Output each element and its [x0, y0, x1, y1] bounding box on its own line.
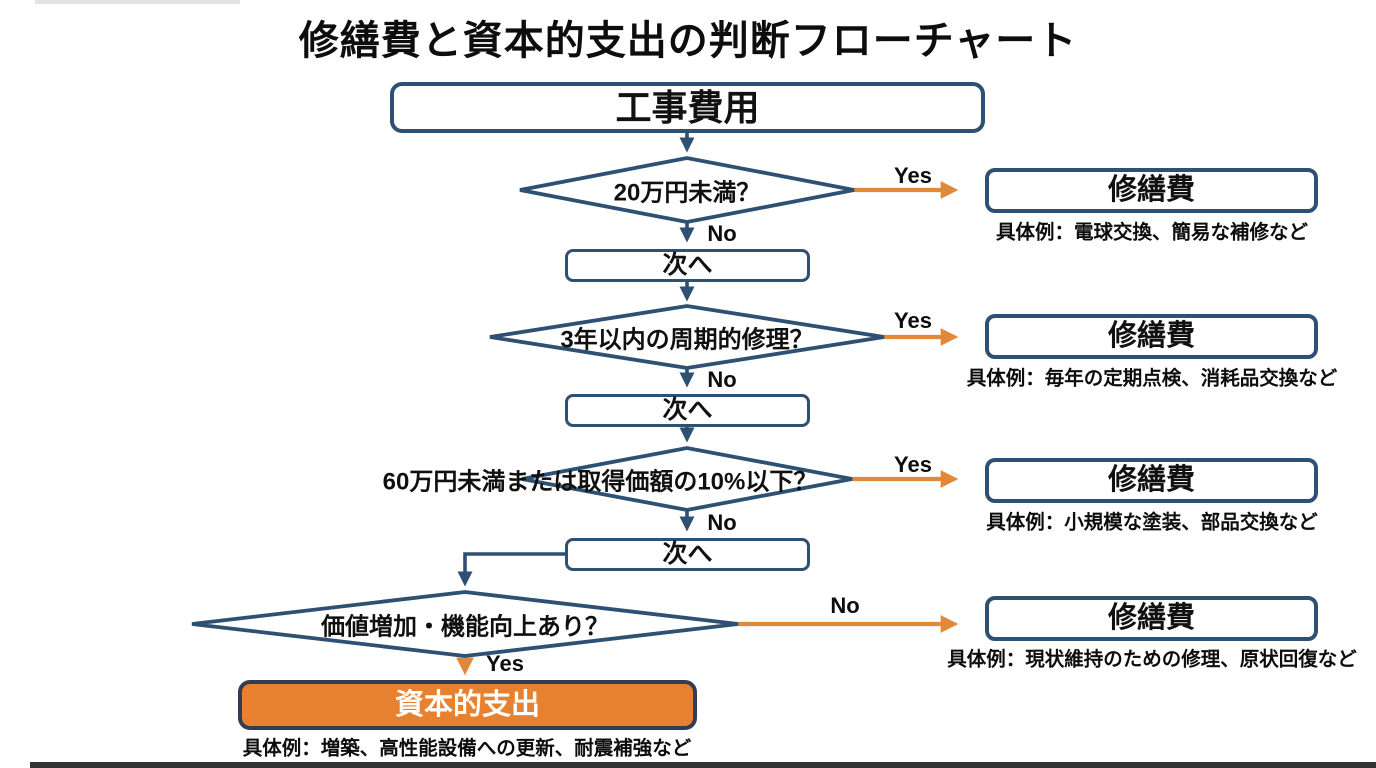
result-example-1: 具体例：電球交換、簡易な補修など: [995, 221, 1309, 244]
no-label-1: No: [707, 221, 737, 246]
no-label-4: No: [830, 593, 860, 618]
result-example-3: 具体例：小規模な塗装、部品交換など: [986, 511, 1318, 534]
result-box-3: 修繕費: [985, 458, 1318, 503]
bottom-edge-bar: [30, 762, 1376, 768]
decision-diamond-1: [519, 156, 855, 224]
no-label-2: No: [707, 367, 737, 392]
result-box-1: 修繕費: [985, 168, 1318, 213]
yes-label-4: Yes: [486, 651, 524, 676]
decision-diamond-2: [489, 304, 885, 370]
capital-example: 具体例：増築、高性能設備への更新、耐震補強など: [242, 737, 692, 760]
next-box-1: 次へ: [565, 249, 810, 282]
result-example-2: 具体例：毎年の定期点検、消耗品交換など: [966, 367, 1338, 390]
decision-question-2: 3年以内の周期的修理？: [560, 326, 814, 354]
spine-arrows: [457, 133, 695, 587]
result-box-4: 修繕費: [985, 596, 1318, 641]
yes-label-3: Yes: [894, 452, 932, 477]
decision-question-4: 価値増加・機能向上あり？: [321, 613, 609, 641]
yes-label-2: Yes: [894, 308, 932, 333]
decision-diamond-3: [521, 446, 853, 512]
result-box-2: 修繕費: [985, 314, 1318, 359]
no-label-3: No: [707, 510, 737, 535]
page-title: 修繕費と資本的支出の判断フローチャート: [298, 19, 1078, 63]
capital-expenditure-box: 資本的支出: [238, 680, 697, 730]
next-box-2: 次へ: [565, 394, 810, 427]
result-example-4: 具体例：現状維持のための修理、原状回復など: [947, 648, 1357, 671]
branch-arrows: [456, 181, 959, 676]
decision-diamond-4: [191, 590, 739, 658]
top-edge-artifact: [35, 0, 240, 4]
decision-question-1: 20万円未満？: [613, 179, 761, 207]
next-box-3: 次へ: [565, 538, 810, 571]
start-node: 工事費用: [390, 82, 985, 133]
decision-question-3: 60万円未満または取得価額の10%以下？: [382, 468, 818, 496]
yes-label-1: Yes: [894, 163, 932, 188]
